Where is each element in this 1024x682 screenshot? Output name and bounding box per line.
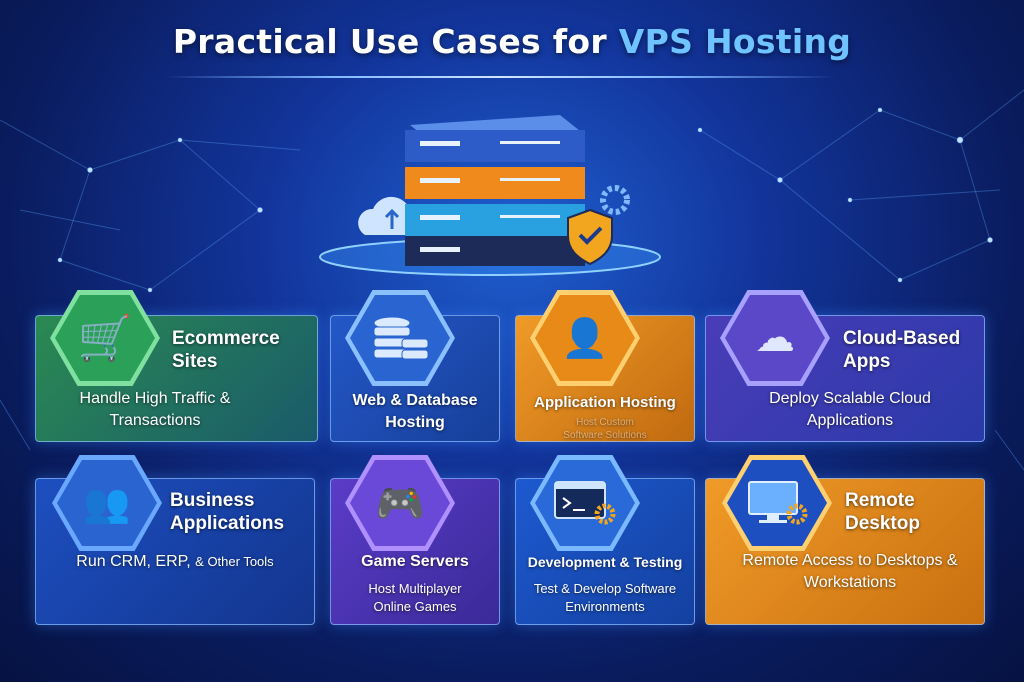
database-icon: [373, 316, 429, 360]
terminal-gear-icon: [554, 481, 616, 525]
monitor-gear-icon: [748, 481, 808, 525]
card-title: Development & Testing: [527, 554, 683, 570]
card-title: Cloud-Based Apps: [843, 328, 961, 372]
card-subtitle: Host Custom Software Solutions: [563, 417, 647, 441]
subtitle-main: Run CRM, ERP,: [76, 553, 191, 570]
user-shield-icon: 👤: [561, 315, 609, 360]
card-subtitle: Run CRM, ERP, & Other Tools: [42, 551, 308, 573]
title-text: Practical Use Cases for: [172, 22, 619, 61]
card-title: Application Hosting: [534, 394, 676, 411]
card-subtitle: Host Multiplayer Online Games: [368, 581, 462, 614]
card-title: Business Applications: [170, 490, 285, 534]
shopping-cart-icon: 🛒: [77, 313, 133, 364]
card-title: Ecommerce Sites: [172, 328, 280, 372]
title-highlight: VPS Hosting: [618, 22, 852, 61]
title-underline: [165, 76, 835, 78]
shield-check-icon: [567, 208, 613, 266]
users-icon: 👥: [83, 480, 131, 525]
card-title: Web & Database Hosting: [352, 392, 478, 431]
server-stack-illustration: [319, 115, 661, 276]
card-subtitle: Deploy Scalable Cloud Applications: [769, 390, 931, 429]
card-title: Game Servers: [361, 553, 469, 570]
card-subtitle: Handle High Traffic & Transactions: [79, 390, 231, 429]
card-subtitle: Remote Access to Desktops & Workstations: [742, 552, 958, 591]
gear-icon: [600, 185, 630, 215]
card-title: Remote Desktop: [845, 490, 920, 534]
page-title: Practical Use Cases for VPS Hosting: [0, 22, 1024, 61]
cloud-gears-icon: ☁: [755, 315, 795, 361]
subtitle-small: & Other Tools: [195, 554, 274, 569]
card-subtitle: Test & Develop Software Environments: [533, 581, 677, 614]
gamepad-icon: 🎮: [375, 480, 425, 527]
